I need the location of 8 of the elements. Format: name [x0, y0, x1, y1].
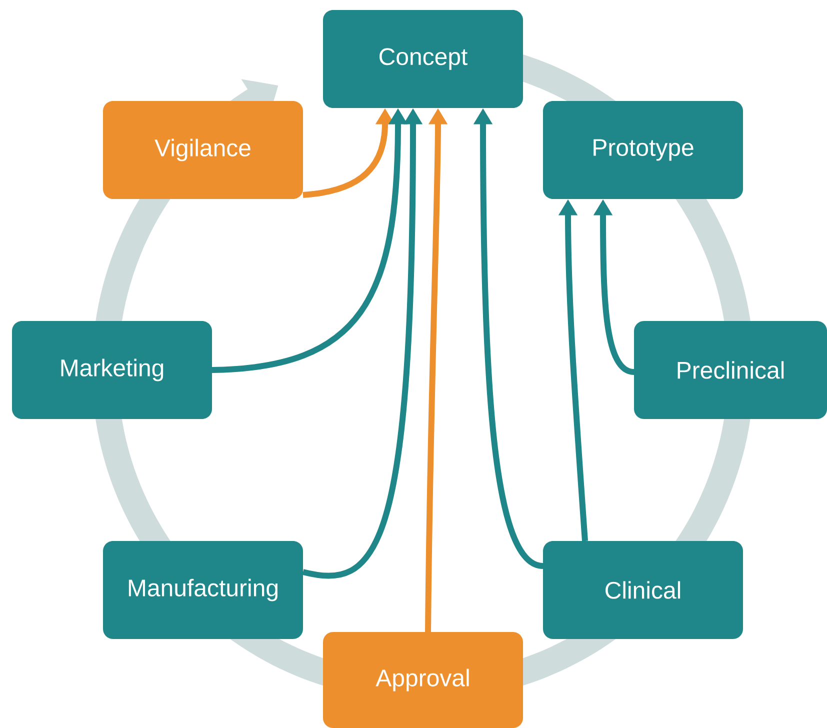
process-box: Marketing	[12, 321, 212, 419]
process-box: Preclinical	[634, 321, 827, 419]
process-box: Vigilance	[103, 101, 303, 199]
process-box: Clinical	[543, 541, 743, 639]
process-box: Prototype	[543, 101, 743, 199]
process-box: Manufacturing	[103, 541, 303, 639]
process-box: Approval	[323, 632, 523, 728]
process-box: Concept	[323, 10, 523, 108]
